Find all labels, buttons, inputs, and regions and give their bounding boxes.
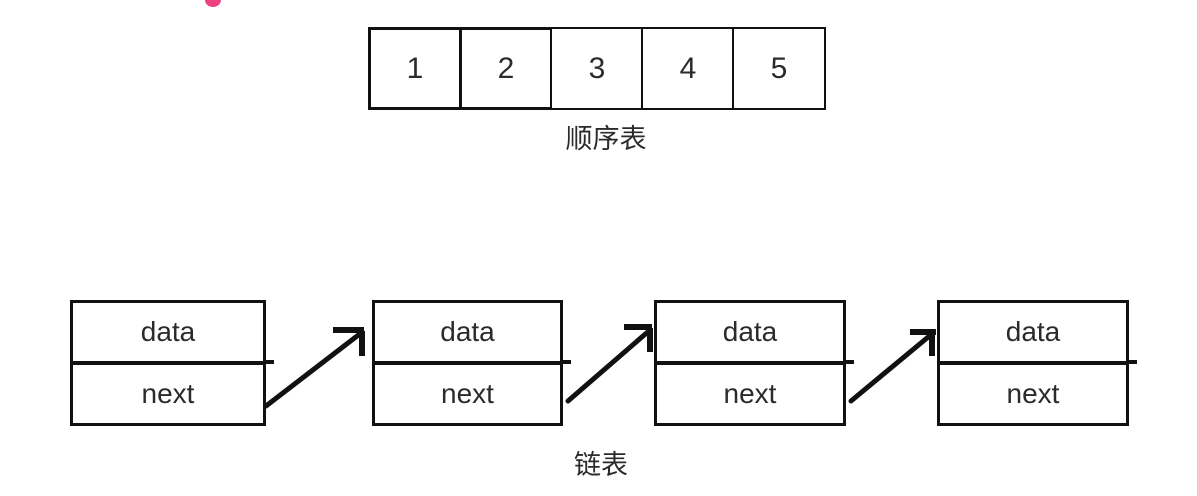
array-cell[interactable]: 5 [732, 27, 826, 110]
linked-list-caption: 链表 [574, 450, 628, 480]
node-divider-tick [843, 360, 854, 364]
node-divider-tick [1126, 360, 1137, 364]
node-data-field: data [375, 303, 560, 365]
sequential-list-caption: 顺序表 [565, 124, 647, 154]
linked-list-node[interactable]: data next [937, 300, 1137, 426]
node-next-field: next [141, 378, 195, 409]
node-divider-tick [263, 360, 274, 364]
node-data-field: data [940, 303, 1126, 365]
array-cell[interactable]: 2 [459, 27, 553, 110]
sequential-list-array: 1 2 3 4 5 [368, 27, 826, 110]
node-divider-tick [560, 360, 571, 364]
node-next-field: next [441, 378, 494, 409]
linked-list-node[interactable]: data next [372, 300, 571, 426]
linked-list-node[interactable]: data next [654, 300, 854, 426]
linked-list-arrow [263, 327, 365, 409]
linked-list-node[interactable]: data next [70, 300, 274, 426]
pink-highlight-dot [205, 0, 221, 7]
node-next-field: next [723, 378, 777, 409]
node-data-field: data [73, 303, 263, 365]
node-next-field: next [1006, 378, 1060, 409]
array-cell[interactable]: 3 [550, 27, 644, 110]
node-data-field: data [657, 303, 843, 365]
array-cell[interactable]: 4 [641, 27, 735, 110]
linked-list-arrow [565, 324, 653, 404]
linked-list-arrow [848, 329, 936, 404]
array-cell[interactable]: 1 [368, 27, 462, 110]
